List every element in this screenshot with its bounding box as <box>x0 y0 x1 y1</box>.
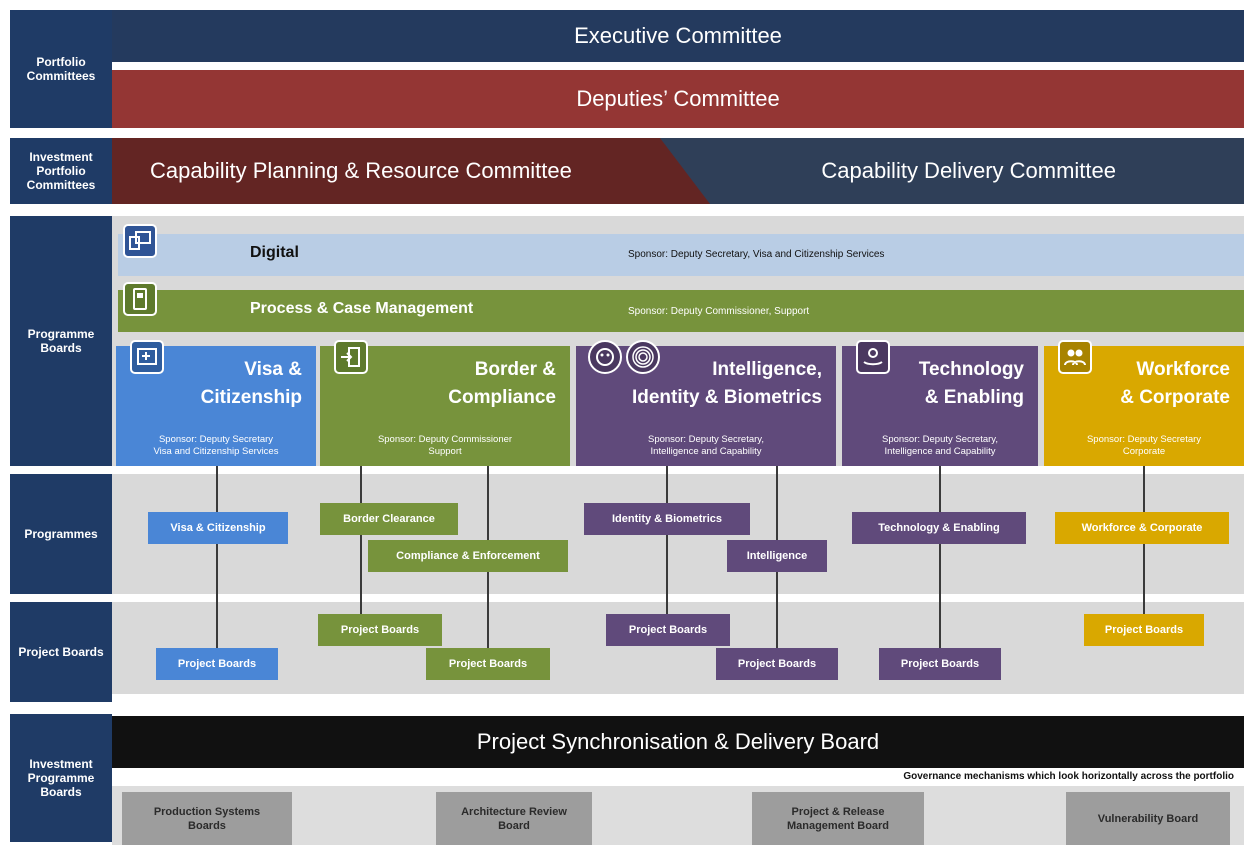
digital-title: Digital <box>250 244 299 261</box>
programme-intelligence: Intelligence <box>727 540 827 572</box>
form-icon <box>123 282 157 316</box>
project-boards-visa: Project Boards <box>156 648 278 680</box>
connector-line <box>939 466 941 650</box>
intelligence-identity-board: Intelligence,Identity & Biometrics Spons… <box>576 340 836 466</box>
programme-visa-citizenship: Visa & Citizenship <box>148 512 288 544</box>
label-investment-programme-boards: Investment Programme Boards <box>10 714 112 842</box>
process-title: Process & Case Management <box>250 300 474 317</box>
people-icon <box>1058 340 1092 374</box>
vulnerability-board: Vulnerability Board <box>1066 792 1230 845</box>
label-portfolio-committees: Portfolio Committees <box>10 10 112 128</box>
project-boards-workforce: Project Boards <box>1084 614 1204 646</box>
capability-planning-committee: Capability Planning & Resource Committee <box>112 138 710 204</box>
governance-zone <box>112 786 1244 845</box>
project-synchronisation-board: Project Synchronisation & Delivery Board <box>112 716 1244 768</box>
digital-sponsor: Sponsor: Deputy Secretary, Visa and Citi… <box>628 249 885 260</box>
process-band: Process & Case Management Sponsor: Deput… <box>118 290 1244 332</box>
project-boards-border-clearance: Project Boards <box>318 614 442 646</box>
connector-line <box>360 466 362 616</box>
face-icon <box>588 340 622 374</box>
hand-gear-icon <box>856 340 890 374</box>
connector-line <box>216 466 218 650</box>
project-boards-identity: Project Boards <box>606 614 730 646</box>
technology-enabling-board: Technology& Enabling Sponsor: Deputy Sec… <box>842 340 1038 466</box>
digital-band: Digital Sponsor: Deputy Secretary, Visa … <box>118 234 1244 276</box>
label-programmes: Programmes <box>10 474 112 594</box>
fingerprint-icon <box>626 340 660 374</box>
process-sponsor: Sponsor: Deputy Commissioner, Support <box>628 306 810 317</box>
passport-icon <box>130 340 164 374</box>
border-compliance-board: Border &Compliance Sponsor: Deputy Commi… <box>320 340 570 466</box>
governance-note: Governance mechanisms which look horizon… <box>903 771 1234 782</box>
label-project-boards: Project Boards <box>10 602 112 702</box>
programme-compliance-enforcement: Compliance & Enforcement <box>368 540 568 572</box>
connector-line <box>666 466 668 616</box>
devices-icon <box>123 224 157 258</box>
programme-technology-enabling: Technology & Enabling <box>852 512 1026 544</box>
programme-identity-biometrics: Identity & Biometrics <box>584 503 750 535</box>
programme-workforce-corporate: Workforce & Corporate <box>1055 512 1229 544</box>
deputies-committee: Deputies’ Committee <box>112 70 1244 128</box>
executive-committee: Executive Committee <box>112 10 1244 62</box>
project-boards-compliance: Project Boards <box>426 648 550 680</box>
programme-border-clearance: Border Clearance <box>320 503 458 535</box>
label-investment-portfolio-committees: Investment Portfolio Committees <box>10 138 112 204</box>
investment-committee-band: Capability Delivery Committee Capability… <box>112 138 1244 204</box>
visa-citizenship-board: Visa &Citizenship Sponsor: Deputy Secret… <box>116 340 316 466</box>
project-boards-technology: Project Boards <box>879 648 1001 680</box>
label-programme-boards: Programme Boards <box>10 216 112 466</box>
project-boards-intelligence: Project Boards <box>716 648 838 680</box>
door-exit-icon <box>334 340 368 374</box>
workforce-corporate-board: Workforce& Corporate Sponsor: Deputy Sec… <box>1044 340 1244 466</box>
